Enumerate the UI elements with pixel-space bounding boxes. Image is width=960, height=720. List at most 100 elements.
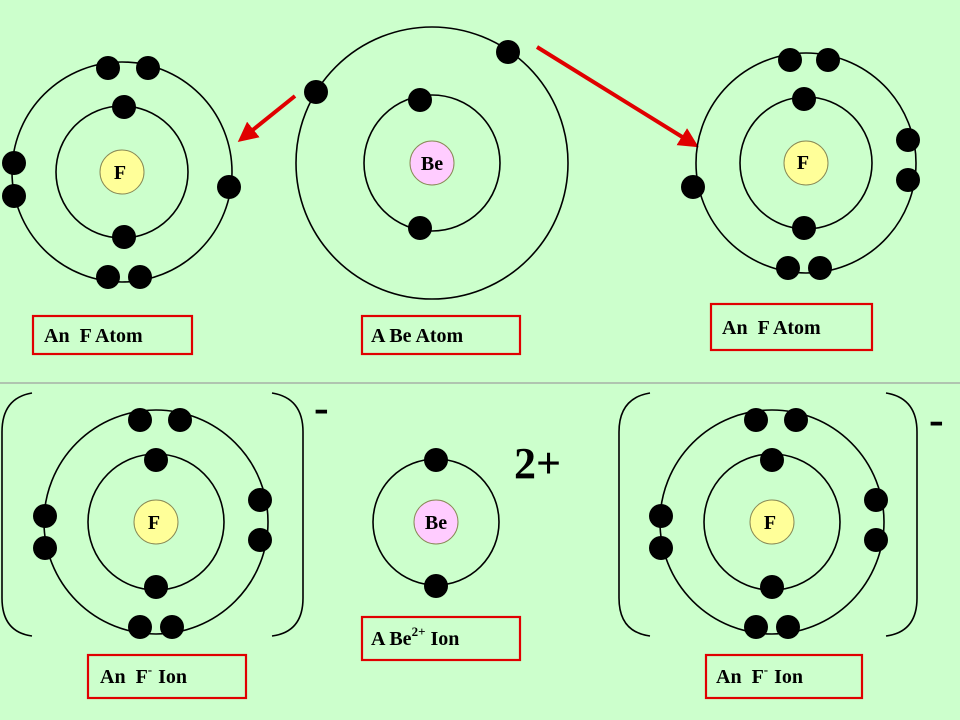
electron-transfer-arrow-left: [237, 94, 297, 143]
electron: [112, 95, 136, 119]
electron: [248, 488, 272, 512]
electron: [778, 48, 802, 72]
fluorine-nucleus: [133, 499, 179, 545]
electron: [896, 128, 920, 152]
label-prefix: An F: [716, 666, 764, 688]
electron: [128, 265, 152, 289]
bracket-right: [885, 392, 918, 637]
electron: [160, 615, 184, 639]
electron: [304, 80, 328, 104]
electron: [792, 216, 816, 240]
label-text: An F Atom: [44, 325, 143, 347]
electron: [896, 168, 920, 192]
electron: [248, 528, 272, 552]
ion-charge: -: [314, 383, 329, 432]
nucleus-symbol: F: [114, 162, 126, 184]
be-ion: Be 2+: [372, 439, 561, 598]
fluorine-nucleus: [749, 499, 795, 545]
electron: [168, 408, 192, 432]
inner-orbit: [363, 94, 501, 232]
electrons: [649, 408, 888, 639]
electron: [33, 536, 57, 560]
label-f-atom-left: An F Atom: [31, 314, 194, 356]
electron: [744, 408, 768, 432]
bracket-left: [1, 392, 33, 637]
nucleus-symbol: F: [764, 512, 776, 534]
electron: [96, 265, 120, 289]
electron: [808, 256, 832, 280]
beryllium-nucleus: [413, 499, 459, 545]
label-text: An F Atom: [722, 317, 821, 339]
label-be-ion: A Be2+ Ion: [360, 615, 522, 662]
f-ion-right: F -: [618, 392, 944, 639]
nucleus-symbol: Be: [421, 153, 443, 175]
label-box: [360, 615, 522, 662]
electron: [496, 40, 520, 64]
nucleus-symbol: F: [797, 152, 809, 174]
electron: [864, 528, 888, 552]
outer-orbit: [695, 52, 917, 274]
label-prefix: An F: [100, 666, 148, 688]
be-atom: Be: [295, 26, 569, 300]
label-text: An F-Ion: [100, 662, 187, 688]
electron: [864, 488, 888, 512]
electron: [792, 87, 816, 111]
electron: [649, 536, 673, 560]
electron: [424, 448, 448, 472]
label-superscript: -: [764, 662, 768, 677]
electron: [112, 225, 136, 249]
label-box: [704, 653, 864, 700]
label-superscript: 2+: [412, 624, 426, 639]
label-text: A Be2+ Ion: [371, 624, 459, 650]
label-prefix: A Be: [371, 628, 412, 650]
electron: [144, 448, 168, 472]
fluorine-nucleus: [99, 149, 145, 195]
ion-charge: 2+: [514, 439, 561, 488]
electron: [424, 574, 448, 598]
electron: [760, 575, 784, 599]
nucleus-symbol: Be: [425, 512, 447, 534]
electron-transfer-arrow-right: [535, 45, 699, 148]
electron: [784, 408, 808, 432]
electron: [760, 448, 784, 472]
electron: [2, 151, 26, 175]
label-text: A Be Atom: [371, 325, 464, 347]
f-ion-left: F -: [1, 383, 329, 639]
electron: [128, 615, 152, 639]
label-be-atom: A Be Atom: [360, 314, 522, 356]
electron: [128, 408, 152, 432]
label-suffix: Ion: [774, 666, 803, 688]
electron: [217, 175, 241, 199]
electron: [2, 184, 26, 208]
label-f-ion-right: An F-Ion: [704, 653, 864, 700]
f-atom-left: F: [2, 56, 241, 289]
fluorine-nucleus: [783, 140, 829, 186]
electrons: [304, 40, 520, 240]
label-f-atom-right: An F Atom: [709, 302, 874, 352]
electron: [776, 615, 800, 639]
label-box: [709, 302, 874, 352]
electron: [96, 56, 120, 80]
electrons: [424, 448, 448, 598]
electrons: [2, 56, 241, 289]
nucleus-symbol: F: [148, 512, 160, 534]
label-box: [360, 314, 522, 356]
electron: [408, 216, 432, 240]
electron: [136, 56, 160, 80]
electron: [816, 48, 840, 72]
label-suffix: Ion: [430, 628, 459, 650]
outer-orbit: [295, 26, 569, 300]
f-atom-right: F: [681, 48, 920, 280]
label-superscript: -: [148, 662, 152, 677]
electron: [408, 88, 432, 112]
electron: [776, 256, 800, 280]
label-box: [86, 653, 248, 700]
label-suffix: Ion: [158, 666, 187, 688]
electron: [681, 175, 705, 199]
beryllium-nucleus: [409, 140, 455, 186]
electron: [649, 504, 673, 528]
electron: [744, 615, 768, 639]
electron: [33, 504, 57, 528]
electrons: [33, 408, 272, 639]
label-f-ion-left: An F-Ion: [86, 653, 248, 700]
